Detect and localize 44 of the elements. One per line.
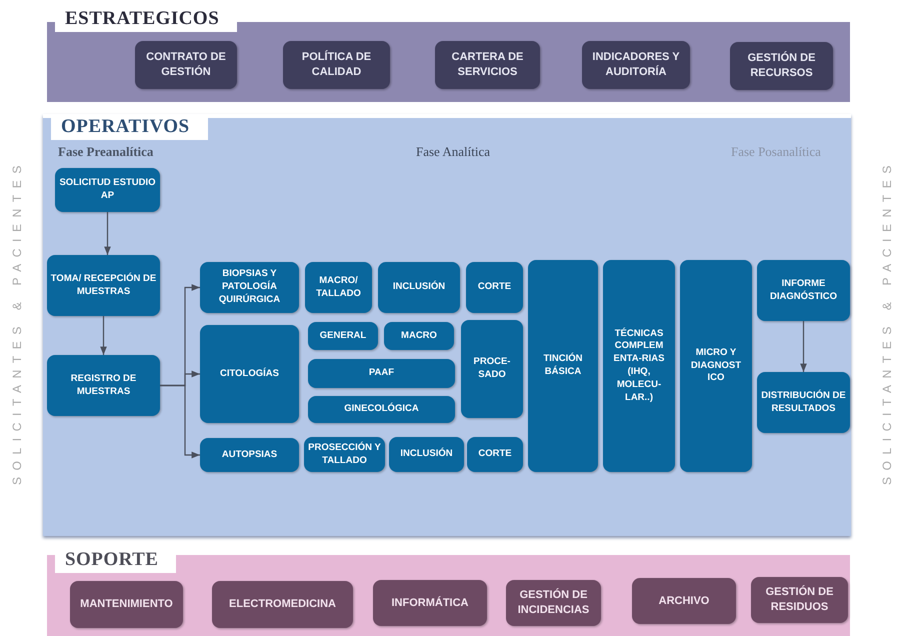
process-box: MICRO Y DIAGNOST ICO [680, 260, 752, 472]
process-box: INFORME DIAGNÓSTICO [757, 260, 850, 321]
process-box: PROCE- SADO [461, 320, 523, 418]
process-box: INCLUSIÓN [378, 262, 460, 313]
arrow [104, 212, 111, 255]
arrow [800, 321, 807, 372]
process-box: CORTE [467, 437, 523, 472]
process-box: INCLUSIÓN [389, 437, 464, 472]
process-box: SOLICITUD ESTUDIO AP [55, 168, 160, 212]
process-box: GESTIÓN DE RESIDUOS [751, 577, 848, 623]
process-box: PROSECCIÓN Y TALLADO [304, 437, 385, 472]
process-box: BIOPSIAS Y PATOLOGÍA QUIRÚRGICA [200, 262, 299, 313]
process-box: MACRO/ TALLADO [305, 262, 372, 313]
process-box: INFORMÁTICA [373, 580, 487, 626]
process-box: MANTENIMIENTO [70, 581, 183, 628]
process-box: DISTRIBUCIÓN DE RESULTADOS [757, 372, 850, 433]
process-box: ELECTROMEDICINA [212, 581, 353, 628]
side-label: SOLICITANTES & PACIENTES [9, 158, 25, 487]
process-box: REGISTRO DE MUESTRAS [47, 355, 160, 416]
process-box: GESTIÓN DE INCIDENCIAS [506, 580, 601, 626]
process-box: AUTOPSIAS [200, 438, 299, 472]
phase-label: Fase Preanalítica [58, 143, 154, 161]
process-box: POLÍTICA DE CALIDAD [283, 41, 390, 89]
process-box: PAAF [308, 359, 455, 388]
process-box: ARCHIVO [632, 578, 736, 624]
side-label: SOLICITANTES & PACIENTES [879, 158, 895, 487]
arrow [100, 316, 107, 355]
process-box: CARTERA DE SERVICIOS [435, 41, 540, 89]
process-box: CITOLOGÍAS [200, 325, 299, 423]
process-box: GENERAL [308, 322, 378, 350]
operational-band [43, 114, 851, 536]
process-box: MACRO [384, 322, 454, 350]
process-box: CONTRATO DE GESTIÓN [135, 41, 237, 89]
process-box: TÉCNICAS COMPLEM ENTA-RIAS (IHQ, MOLECU- LAR..) [603, 260, 675, 472]
process-box: INDICADORES Y AUDITORÍA [582, 41, 690, 89]
process-box: TOMA/ RECEPCIÓN DE MUESTRAS [47, 255, 160, 316]
section-heading: OPERATIVOS [51, 114, 208, 140]
arrow [160, 384, 200, 458]
process-box: CORTE [466, 262, 523, 313]
process-box: TINCIÓN BÁSICA [528, 260, 598, 472]
phase-label: Fase Posanalítica [731, 143, 821, 161]
process-box: GESTIÓN DE RECURSOS [730, 42, 833, 90]
phase-label: Fase Analítica [416, 143, 490, 161]
process-box: GINECOLÓGICA [308, 396, 455, 423]
